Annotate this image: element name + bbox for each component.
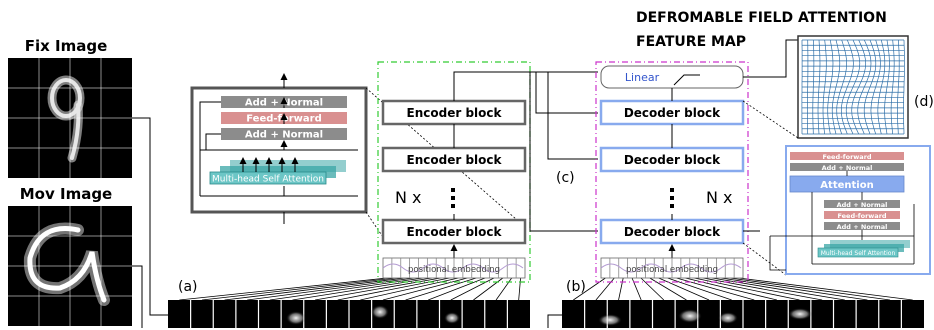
linear-block: [600, 65, 744, 89]
mov-to-strip-connector: [547, 314, 562, 328]
encoder-positional-embedding: positional embedding: [382, 257, 526, 279]
field-grid-column: [831, 39, 841, 135]
decoder-block-1-label: Decoder block: [624, 106, 721, 120]
encoder-block-3-label: Encoder block: [407, 225, 503, 239]
fan-line: [631, 277, 642, 301]
fan-line: [518, 277, 521, 301]
fan-line: [738, 277, 913, 301]
fan-line: [595, 277, 615, 301]
panel-a-label: (a): [178, 279, 198, 295]
decoder-block-2-label: Decoder block: [624, 153, 721, 167]
fan-line: [694, 277, 800, 301]
fan-line: [658, 277, 710, 301]
title-line-1: DEFROMABLE FIELD ATTENTION: [636, 10, 887, 26]
panel-b-label: (b): [566, 279, 586, 295]
fan-line: [720, 277, 868, 301]
encoder-detail-box: Add + Normal Feed-forward Add + Normal M…: [190, 73, 368, 224]
fan-line: [224, 277, 406, 301]
decoder-dashed-border: [595, 61, 749, 283]
encoder-block-1-label: Encoder block: [407, 106, 503, 120]
encoder-stack: Encoder block Encoder block N x Encoder …: [377, 61, 531, 283]
decoder-positional-embedding-label: positional embedding: [626, 265, 718, 275]
decoder-add-normal-low-label: Add + Normal: [837, 223, 888, 231]
fan-line: [292, 277, 432, 301]
decoder-feed-forward-top-label: Feed-forward: [822, 153, 871, 161]
fan-line: [201, 277, 397, 301]
decoder-positional-embedding: positional embedding: [600, 257, 744, 279]
fan-line: [702, 277, 823, 301]
field-grid-column: [897, 39, 900, 135]
panel-c-label: (c): [556, 170, 575, 186]
mov-patch-fan: [573, 277, 913, 301]
fan-line: [729, 277, 891, 301]
field-grid-column: [857, 39, 872, 135]
encoder-block-2-label: Encoder block: [407, 153, 503, 167]
fan-line: [711, 277, 845, 301]
field-grid-column: [840, 39, 854, 135]
mov-image: [8, 206, 132, 326]
field-grid-column: [845, 39, 861, 135]
add-normal-bottom-label: Add + Normal: [245, 130, 323, 141]
fan-line: [640, 277, 665, 301]
decoder-stack: Linear Decoder block Decoder block N x D…: [595, 61, 749, 283]
field-grid-column: [870, 39, 881, 135]
multihead-self-attention-label: Multi-head Self Attention: [212, 175, 324, 185]
decoder-add-normal-mid-label: Add + Normal: [837, 201, 888, 209]
mov-connector: [132, 265, 143, 328]
fan-line: [618, 277, 624, 301]
field-grid-column: [863, 39, 877, 135]
fix-image: [8, 58, 132, 178]
panel-d-label: (d): [914, 94, 934, 110]
linear-to-field-connector: [743, 39, 800, 78]
fix-patch-fan: [179, 277, 521, 301]
decoder-nx-label: N x: [706, 188, 733, 207]
fan-line: [179, 277, 388, 301]
mov-patch-strip: [562, 300, 924, 328]
fan-line: [573, 277, 606, 301]
fan-line: [269, 277, 423, 301]
field-grid-column: [903, 39, 905, 135]
deformation-field-grid: [797, 35, 909, 139]
decoder-block-3-label: Decoder block: [624, 225, 721, 239]
multihead-self-attention-bar: [209, 171, 327, 185]
fan-line: [405, 277, 477, 301]
mov-image-label: Mov Image: [20, 185, 112, 203]
field-grid-column: [836, 39, 847, 135]
decoder-attention-label: Attention: [820, 180, 873, 191]
fan-line: [649, 277, 687, 301]
fan-line: [667, 277, 732, 301]
encoder-ellipsis: [451, 188, 455, 208]
decoder-add-normal-top-label: Add + Normal: [822, 164, 873, 172]
linear-label: Linear: [625, 71, 660, 84]
decoder-zoom-line-top: [742, 100, 799, 139]
decoder-ellipsis: [670, 188, 674, 208]
linear-activation-icon: [673, 74, 700, 86]
field-grid-column: [890, 39, 895, 135]
fan-line: [428, 277, 486, 301]
field-grid-column: [822, 39, 827, 135]
encoder-decoder-connections: [453, 71, 598, 232]
field-grid-column: [884, 39, 890, 135]
decoder-detail-box: Feed-forward Add + Normal Attention Add …: [769, 145, 931, 275]
field-grid-column: [812, 39, 815, 135]
field-grid-column: [877, 39, 886, 135]
title-line-2: FEATURE MAP: [636, 34, 746, 50]
encoder-nx-label: N x: [395, 188, 422, 207]
add-normal-bar-bottom: [221, 128, 347, 140]
fan-line: [382, 277, 468, 301]
encoder-positional-embedding-label: positional embedding: [408, 265, 500, 275]
field-grid-column: [807, 39, 809, 135]
field-grid-column: [851, 39, 867, 135]
fix-patch-strip: [168, 300, 530, 328]
decoder-feed-forward-mid-label: Feed-forward: [837, 212, 886, 220]
decoder-self-attention-label: Multi-head Self Attention: [821, 250, 896, 257]
field-grid-column: [827, 39, 834, 135]
fix-to-strip-connector: [132, 117, 168, 316]
fix-image-label: Fix Image: [25, 37, 108, 55]
fan-line: [450, 277, 495, 301]
field-grid-column: [817, 39, 821, 135]
fan-line: [247, 277, 415, 301]
